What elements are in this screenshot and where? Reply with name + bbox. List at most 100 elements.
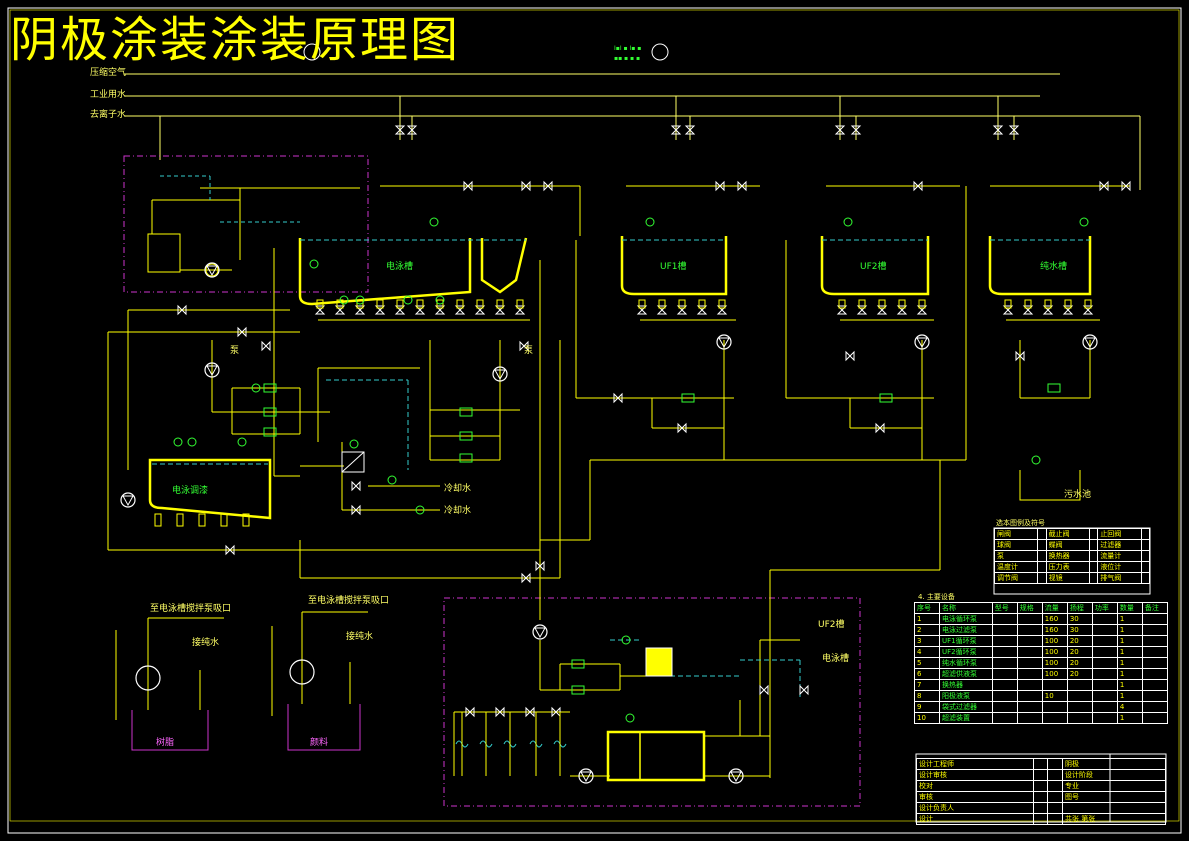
paste-tank-label: 颜料 (310, 738, 329, 748)
nozzle-icon (316, 299, 324, 309)
legend-cell: 截止阀 (1045, 528, 1090, 540)
pump-icon (204, 362, 220, 378)
pump-impeller-icon (916, 337, 928, 349)
valve-icon (406, 125, 418, 135)
equipment-cell: 3 (913, 635, 941, 647)
valve-icon (1008, 125, 1020, 135)
instrument-icon (349, 439, 359, 449)
legend-cell: 流量计 (1097, 550, 1142, 562)
pump-impeller-icon (534, 627, 546, 639)
equipment-cell (1016, 635, 1043, 647)
valve-icon (521, 572, 531, 584)
nozzle-icon (1024, 299, 1032, 309)
legend-row: 泵换热器流量计 (993, 550, 1151, 562)
equipment-cell: 阳极液泵 (939, 690, 993, 702)
title-block-cell (1032, 758, 1049, 770)
instrument-icon (237, 437, 247, 447)
equipment-cell: 4 (1116, 701, 1143, 713)
resin-paste-units (115, 611, 368, 751)
nozzle-icon (376, 299, 384, 309)
equipment-cell (1091, 624, 1118, 636)
equipment-cell: 100 (1041, 635, 1068, 647)
pump-icon (728, 768, 744, 784)
nozzle-icon (918, 299, 926, 309)
equipment-cell (1091, 668, 1118, 680)
valve-icon (696, 305, 708, 315)
header-note-2: ▪▪ ▪ ▪ ▪ (614, 55, 641, 62)
valve-icon (525, 706, 535, 718)
header-note-1: Ⅰ▪Ⅰ ▪ Ⅰ▪ ▪ (614, 45, 642, 52)
pump-icon (1082, 334, 1098, 350)
title-block-cell (1032, 802, 1049, 814)
equipment-cell: 超滤供液泵 (939, 668, 993, 680)
equipment-cell: 1 (1116, 712, 1143, 724)
valve-icon (836, 305, 848, 315)
equipment-cell: 1 (1116, 624, 1143, 636)
equipment-cell (1141, 690, 1169, 702)
equipment-cell: 纯水循环泵 (939, 657, 993, 669)
legend-title: 选本图例及符号 (996, 519, 1045, 527)
title-block-cell (1032, 791, 1049, 803)
equipment-cell (1016, 701, 1043, 713)
pump-icon (204, 262, 220, 278)
valve-icon (992, 125, 1004, 135)
title-block-cell (1047, 813, 1064, 825)
nozzle-icon (176, 513, 184, 527)
equipment-cell (1016, 712, 1043, 724)
valve-icon (177, 304, 187, 316)
title-block-cell: 设计审核 (916, 769, 1034, 781)
equipment-cell (1091, 679, 1118, 691)
instrument-icon (415, 505, 425, 515)
title-block-cell (1032, 780, 1049, 792)
dosing-unit (147, 187, 360, 277)
uf2-tank (820, 236, 930, 296)
valve-icon (414, 305, 426, 315)
equipment-cell (1091, 690, 1118, 702)
pump1-label: 泵 (230, 346, 240, 356)
equipment-cell (1141, 679, 1169, 691)
nozzle-icon (1044, 299, 1052, 309)
valve-icon (759, 684, 769, 696)
valve-icon (876, 305, 888, 315)
valve-icon (670, 125, 682, 135)
equipment-cell: 1 (1116, 690, 1143, 702)
equipment-cell (1091, 657, 1118, 669)
page-title: 阴极涂装涂装原理图 (10, 12, 461, 68)
nozzle-icon (638, 299, 646, 309)
title-block-cell (1047, 769, 1064, 781)
pump-icon (914, 334, 930, 350)
filter-icon (571, 659, 585, 669)
nozzle-icon (516, 299, 524, 309)
heat-exchanger (341, 451, 365, 473)
legend-cell (1140, 539, 1151, 551)
nozzle-icon (878, 299, 886, 309)
valve-icon (1022, 305, 1034, 315)
valve-icon (314, 305, 326, 315)
title-block-row: 设计审核设计阶段 (916, 769, 1166, 781)
legend-cell (1088, 572, 1099, 584)
instrument-icon (625, 713, 635, 723)
equipment-cell: 30 (1066, 624, 1093, 636)
industrial-water-label: 工业用水 (90, 90, 127, 100)
nozzle-icon (154, 513, 162, 527)
legend-cell (1140, 561, 1151, 573)
dosing-signal (160, 175, 300, 223)
valve-icon (1099, 180, 1109, 192)
legend-cell (1140, 550, 1151, 562)
valve-icon (834, 125, 846, 135)
equipment-cell (1041, 701, 1068, 713)
title-block-row: 校对专业 (916, 780, 1166, 792)
mix-tank-label: 电泳调漆 (172, 486, 209, 496)
equipment-cell (1066, 701, 1093, 713)
pump-impeller-icon (730, 771, 742, 783)
title-block-cell: 图号 (1062, 791, 1166, 803)
nozzle-icon (220, 513, 228, 527)
instrument-icon (355, 295, 365, 305)
equipment-cell (1041, 679, 1068, 691)
equipment-cell (1141, 668, 1169, 680)
nozzle-icon (678, 299, 686, 309)
